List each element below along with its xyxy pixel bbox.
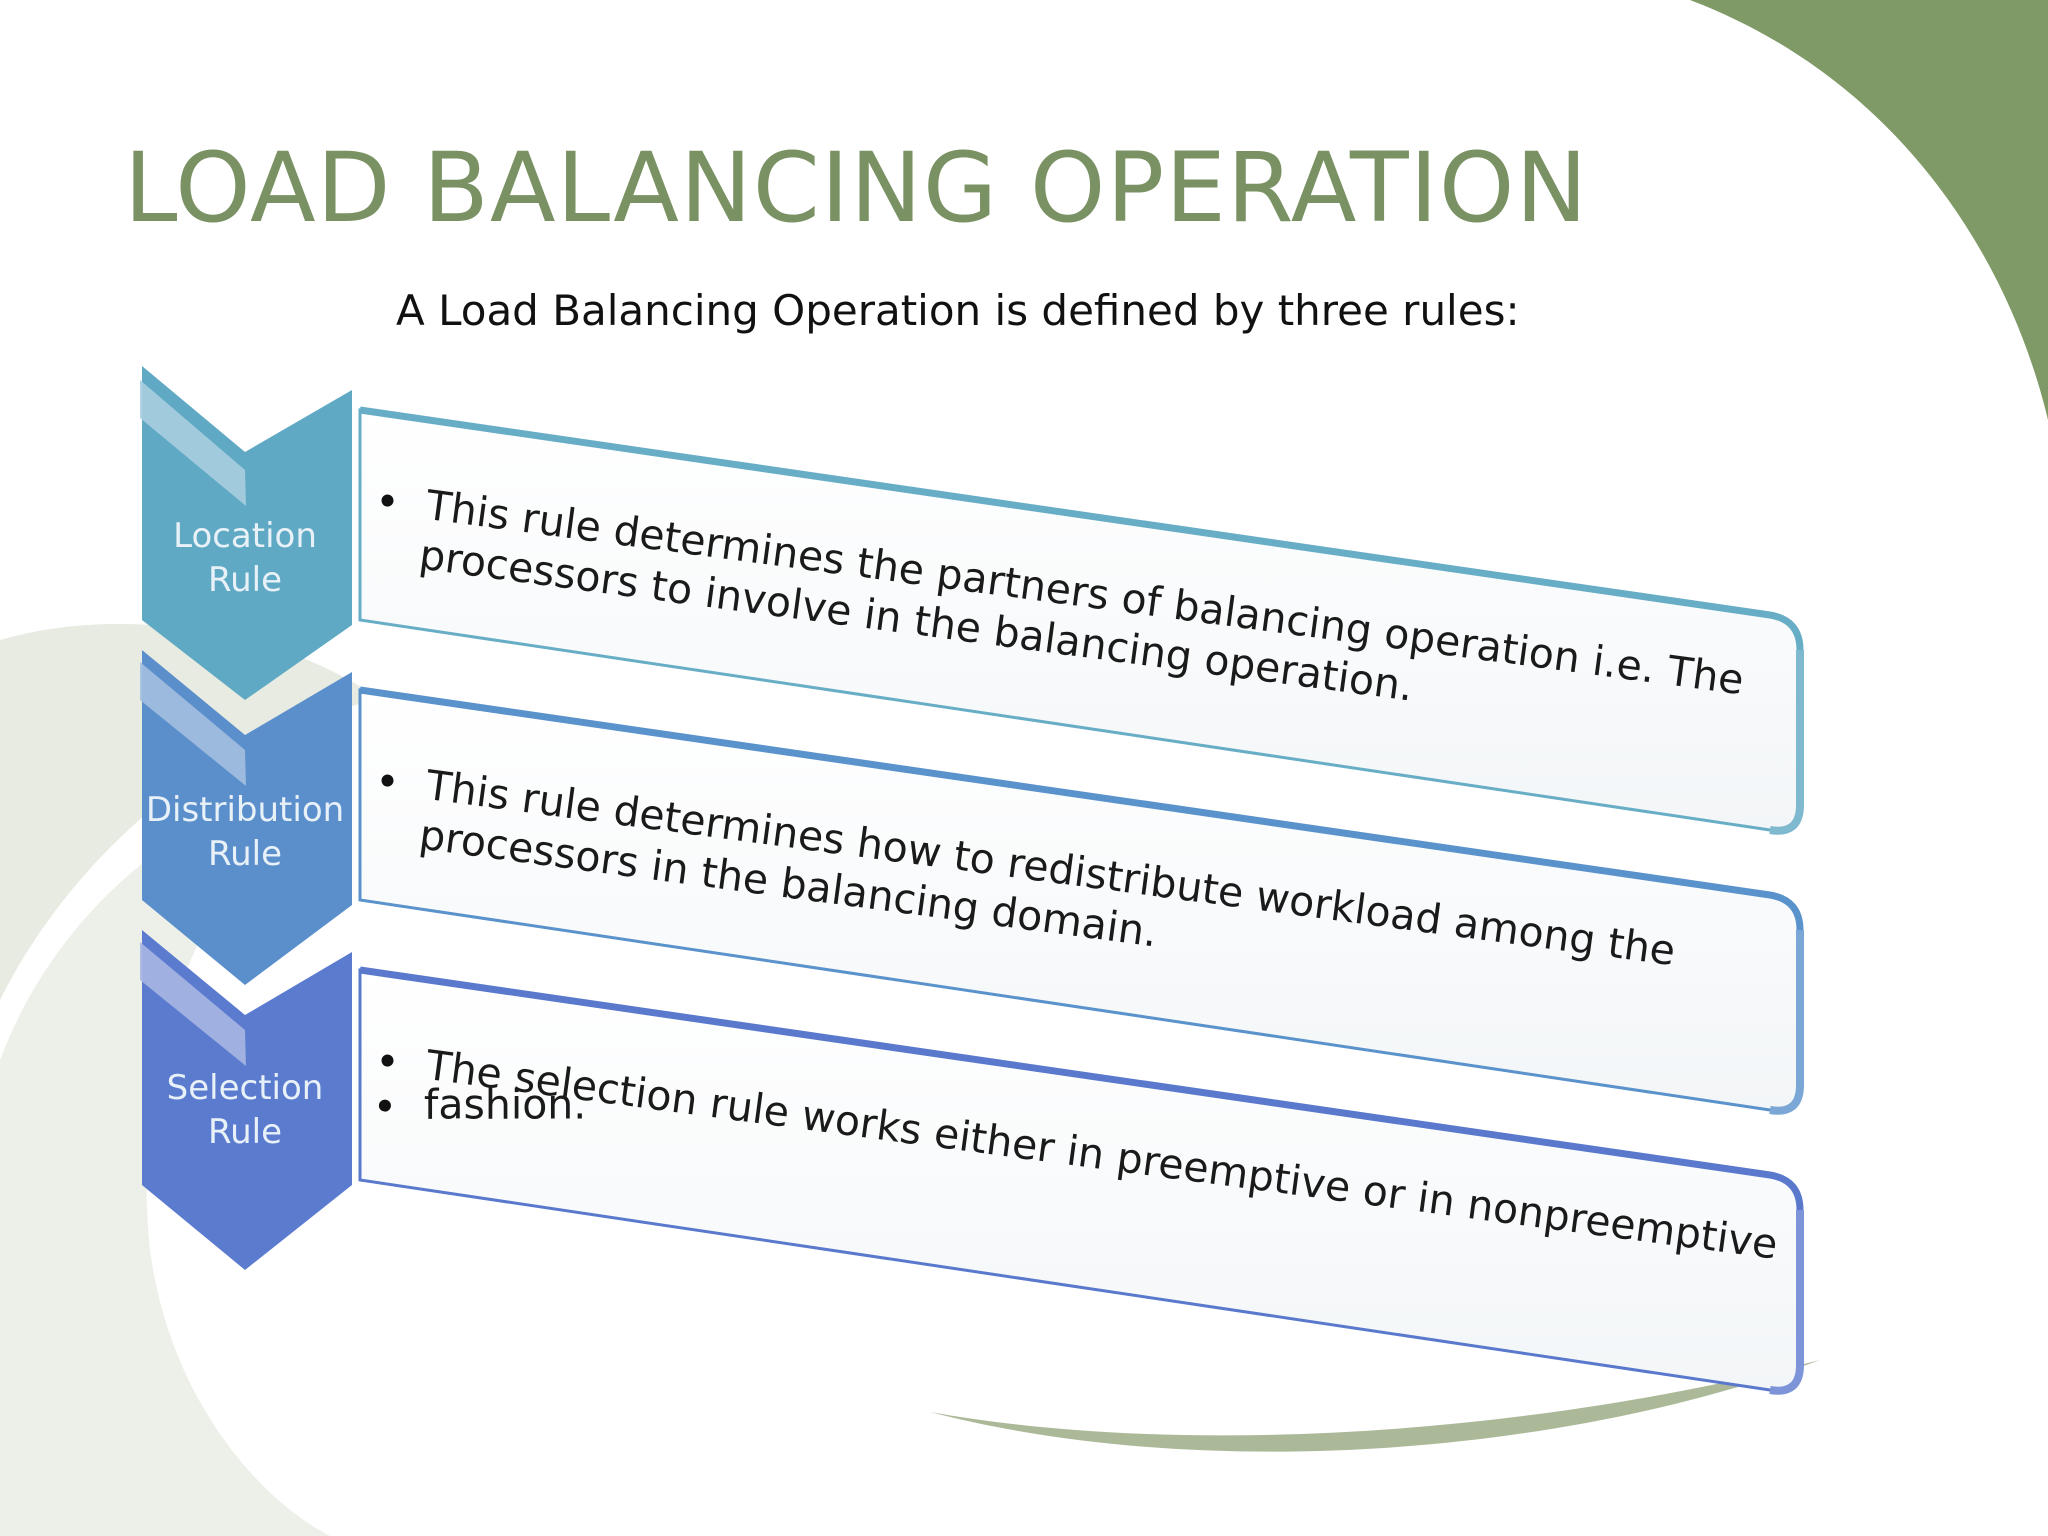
bullet-text: fashion.	[424, 1081, 586, 1129]
chevron-label-location: Location Rule	[130, 514, 360, 602]
label-line: Rule	[130, 1110, 360, 1154]
bullet-item: fashion.	[379, 1080, 1809, 1130]
bullet-dot	[381, 1054, 394, 1067]
label-line: Selection	[130, 1066, 360, 1110]
label-line: Rule	[130, 832, 360, 876]
chevron-label-distribution: Distribution Rule	[130, 788, 360, 876]
label-line: Distribution	[130, 788, 360, 832]
label-line: Location	[130, 514, 360, 558]
label-line: Rule	[130, 558, 360, 602]
bullet-dot	[381, 774, 394, 787]
bullet-dot	[379, 1100, 391, 1112]
chevron-label-selection: Selection Rule	[130, 1066, 360, 1154]
bullet-dot	[381, 494, 394, 507]
